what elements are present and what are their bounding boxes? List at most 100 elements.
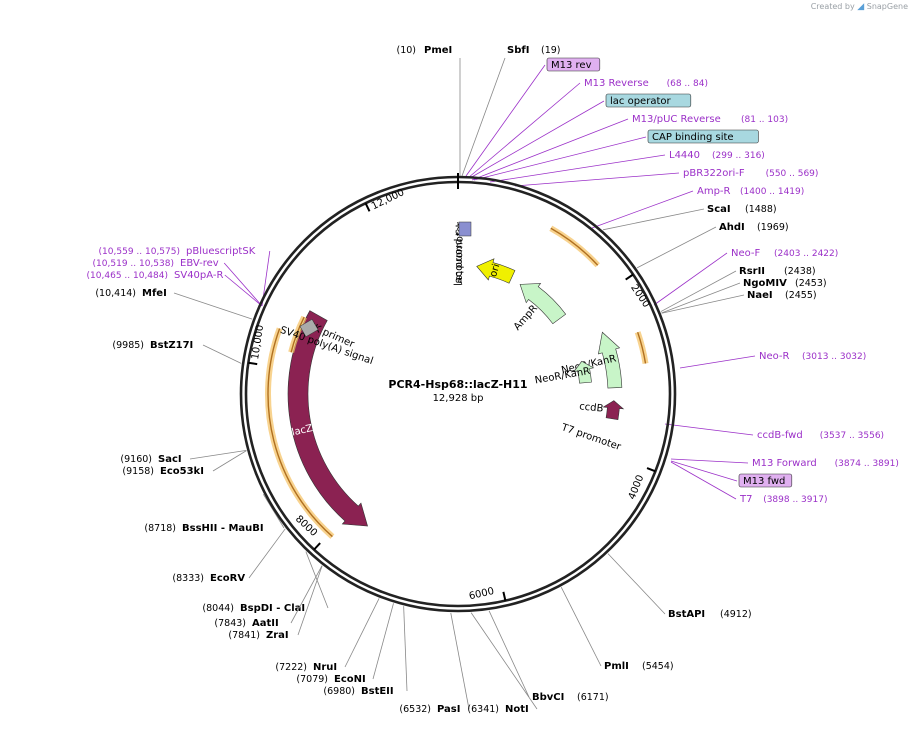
enzyme-sbfi: SbfI: [507, 45, 529, 56]
enzyme-pos-noti: (6341): [467, 704, 499, 715]
enzyme-pos-pmli: (5454): [642, 661, 674, 672]
enzyme-pmei: PmeI: [424, 45, 452, 56]
enzyme-leader: [403, 606, 408, 692]
enzyme-pos-pmei: (10): [396, 45, 416, 56]
feature-ccdb: [602, 400, 625, 421]
primer-range-ccdb-fwd: (3537 .. 3556): [820, 431, 884, 441]
enzyme-leader: [470, 612, 538, 710]
enzyme-pos-aatii: (7843): [214, 618, 246, 629]
enzyme-leader: [661, 294, 745, 314]
enzyme-pos-bspdi-clai: (8044): [202, 603, 234, 614]
enzyme-bsshii-maubi: BssHII - MauBI: [182, 523, 264, 534]
enzyme-pos-pasi: (6532): [399, 704, 431, 715]
regulatory-t7-promoter: T7 promoter: [559, 422, 623, 453]
primer-lac-operator: lac operator: [610, 96, 671, 107]
primer-leader: [670, 460, 738, 482]
enzyme-bbvci: BbvCI: [532, 692, 564, 703]
enzyme-pos-bstapi: (4912): [720, 609, 752, 620]
primer-box-m13-rev: [546, 57, 601, 72]
primer-range-neo-r: (3013 .. 3032): [802, 352, 866, 362]
enzyme-pos-scai: (1488): [745, 204, 777, 215]
enzyme-bstz17i: BstZ17I: [150, 340, 193, 351]
backbone-layer: [239, 173, 677, 613]
enzyme-leader: [636, 226, 717, 269]
enzyme-leader: [660, 270, 737, 312]
tick-mark: [646, 467, 656, 473]
primer-neo-r: Neo-R: [759, 351, 790, 362]
enzyme-ecorv: EcoRV: [210, 573, 245, 584]
tick-label: 10,000: [250, 324, 266, 360]
primer-range-neo-f: (2403 .. 2422): [774, 249, 838, 259]
feature-lacz: [287, 310, 368, 527]
primer-leader: [653, 252, 728, 306]
primer-leader: [224, 274, 263, 307]
enzyme-leader: [212, 450, 247, 472]
enzyme-leader: [607, 553, 666, 615]
enzyme-noti: NotI: [505, 704, 529, 715]
enzyme-nrui: NruI: [313, 662, 337, 673]
primer-range-ebv-rev: (10,519 .. 10,538): [93, 259, 174, 269]
snapgene-branding: Created by ◢ SnapGene: [811, 2, 908, 12]
tick-mark: [625, 273, 634, 281]
primer-band-neor-line: [636, 331, 647, 364]
enzyme-leader: [290, 565, 323, 624]
feature-label-ampr: AmpR: [512, 303, 540, 333]
enzyme-leader: [189, 450, 247, 460]
primer-leader: [489, 154, 666, 183]
center-label: PCR4-Hsp68::lacZ-H11 12,928 bp: [388, 378, 527, 404]
primer-range-pbr322ori-f: (550 .. 569): [766, 169, 819, 179]
promoter-box-icon: [458, 221, 472, 237]
enzyme-pos-bbvci: (6171): [577, 692, 609, 703]
plasmid-length: 12,928 bp: [433, 393, 484, 404]
enzyme-eco53ki: Eco53kI: [160, 466, 204, 477]
primer-range-m13-reverse: (68 .. 84): [667, 79, 708, 89]
enzyme-pos-ecorv: (8333): [172, 573, 204, 584]
tick-mark: [502, 591, 507, 601]
primer-box-cap-binding-site: [647, 129, 759, 144]
branding-logo-text: SnapGene: [866, 2, 908, 11]
primer-leader: [469, 100, 605, 179]
enzyme-leader: [344, 598, 380, 668]
primer-leader: [471, 118, 629, 181]
primer-sv40pa-r: SV40pA-R: [174, 270, 223, 281]
enzyme-pos-sbfi: (19): [541, 45, 561, 56]
enzyme-rsrii: RsrII: [739, 266, 765, 277]
enzyme-leader: [602, 208, 705, 231]
primer-range-amp-r: (1400 .. 1419): [740, 187, 804, 197]
primer-l4440: L4440: [669, 150, 700, 161]
enzyme-pos-bsshii-maubi: (8718): [144, 523, 176, 534]
tick-label: 12,000: [370, 187, 406, 212]
primer-leader: [591, 190, 694, 229]
enzyme-bspdi-clai: BspDI - ClaI: [240, 603, 305, 614]
primer-range-sv40pa-r: (10,465 .. 10,484): [87, 271, 168, 281]
primer-box-m13-fwd: [738, 473, 793, 488]
enzyme-leader: [461, 57, 506, 177]
primer-m13-reverse: M13 Reverse: [584, 78, 649, 89]
enzyme-naei: NaeI: [747, 290, 773, 301]
enzyme-pos-naei: (2455): [785, 290, 817, 301]
enzyme-pos-ahdi: (1969): [757, 222, 789, 233]
enzyme-bstapi: BstAPI: [668, 609, 705, 620]
enzyme-pos-rsrii: (2438): [784, 266, 816, 277]
tick-label: 6000: [468, 586, 495, 602]
enzyme-leader: [297, 565, 323, 636]
primer-m13-fwd: M13 fwd: [743, 476, 785, 487]
enzyme-leader: [248, 528, 286, 579]
primer-band-ampr-line: [550, 227, 599, 266]
primer-ebv-rev: EBV-rev: [180, 258, 219, 269]
primer-range-m13-puc-reverse: (81 .. 103): [741, 115, 788, 125]
enzyme-leader: [173, 292, 253, 320]
enzyme-aatii: AatII: [252, 618, 279, 629]
primer-range-m13-forward: (3874 .. 3891): [835, 459, 899, 469]
plasmid-name: PCR4-Hsp68::lacZ-H11: [388, 378, 527, 391]
primer-cap-binding-site: CAP binding site: [652, 132, 734, 143]
enzyme-mfei: MfeI: [142, 288, 167, 299]
primer-range-pbluescriptsk: (10,559 .. 10,575): [99, 247, 180, 257]
primer-leader: [465, 64, 546, 177]
enzyme-pos-mfei: (10,414): [95, 288, 136, 299]
primer-pbr322ori-f: pBR322ori-F: [683, 168, 745, 179]
enzyme-pos-eco53ki: (9158): [122, 466, 154, 477]
feature-label-ccdb: ccdB: [579, 401, 604, 414]
enzyme-pos-bsteii: (6980): [323, 686, 355, 697]
enzyme-leader: [262, 494, 285, 529]
